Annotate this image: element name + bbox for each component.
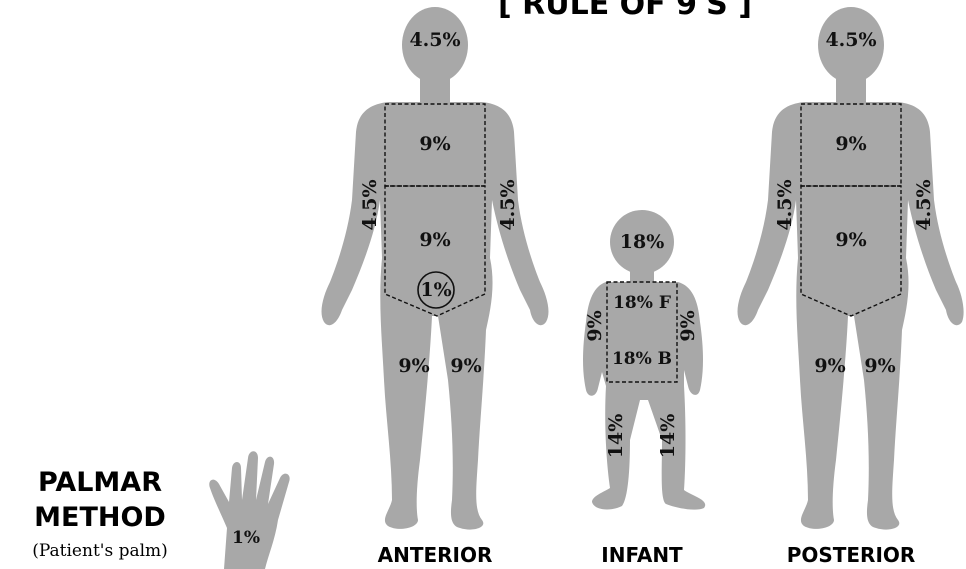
anterior-head-value: 4.5%	[409, 29, 460, 51]
infant-trunk-back-value: 18% B	[612, 349, 672, 369]
palmar-title-line2: METHOD	[34, 502, 166, 533]
posterior-upper-back-value: 9%	[835, 133, 866, 155]
posterior-lower-back-value: 9%	[835, 229, 866, 251]
posterior-right-leg-value: 9%	[864, 355, 895, 377]
anterior-abdomen-value: 9%	[419, 229, 450, 251]
palmar-method: PALMAR METHOD (Patient's palm) 1%	[32, 451, 289, 569]
infant-trunk-front-value: 18% F	[613, 293, 671, 313]
infant-right-arm-value: 9%	[677, 310, 699, 341]
posterior-caption: POSTERIOR	[787, 543, 916, 567]
posterior-left-arm-value: 4.5%	[774, 179, 796, 230]
infant-head-value: 18%	[620, 231, 665, 253]
anterior-figure: 4.5% 9% 9% 1% 4.5% 4.5% 9% 9% ANTERIOR	[322, 7, 549, 567]
posterior-head-value: 4.5%	[825, 29, 876, 51]
anterior-chest-value: 9%	[419, 133, 450, 155]
anterior-caption: ANTERIOR	[378, 543, 493, 567]
infant-figure: 18% 18% F 18% B 9% 9% 14% 14% INFANT	[583, 210, 705, 567]
infant-caption: INFANT	[601, 543, 683, 567]
palm-value: 1%	[232, 528, 260, 548]
palmar-title-line1: PALMAR	[38, 467, 162, 498]
infant-right-leg-value: 14%	[657, 414, 679, 459]
posterior-left-leg-value: 9%	[814, 355, 845, 377]
anterior-left-leg-value: 9%	[398, 355, 429, 377]
anterior-right-leg-value: 9%	[450, 355, 481, 377]
anterior-silhouette	[322, 7, 549, 530]
posterior-figure: 4.5% 9% 9% 4.5% 4.5% 9% 9% POSTERIOR	[738, 7, 964, 567]
hand-silhouette: 1%	[209, 451, 289, 569]
diagram-title: [ RULE OF 9'S ]	[498, 0, 752, 22]
palmar-subtitle: (Patient's palm)	[32, 541, 168, 561]
anterior-right-arm-value: 4.5%	[497, 179, 519, 230]
infant-left-leg-value: 14%	[605, 414, 627, 459]
anterior-genital-value: 1%	[420, 279, 451, 301]
infant-left-arm-value: 9%	[584, 310, 606, 341]
posterior-silhouette	[738, 7, 964, 530]
anterior-left-arm-value: 4.5%	[359, 179, 381, 230]
posterior-right-arm-value: 4.5%	[913, 179, 935, 230]
